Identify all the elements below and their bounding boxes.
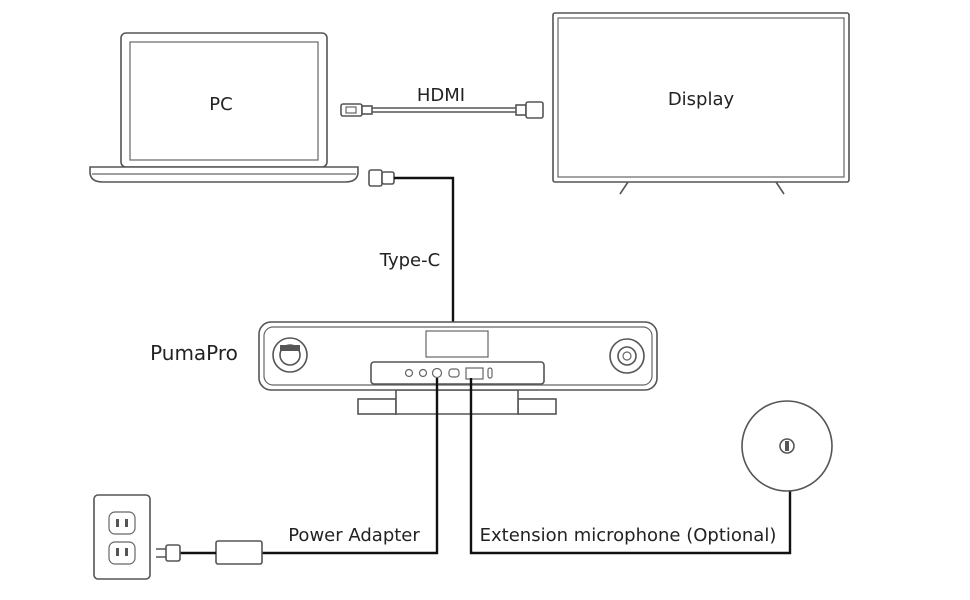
pumapro-label: PumaPro [150, 341, 238, 365]
type-c-cable: Type-C [368, 169, 455, 376]
wall-outlet [93, 494, 151, 580]
extension-mic-cable: Extension microphone (Optional) [469, 378, 792, 555]
hdmi-cable: HDMI [340, 85, 544, 119]
display-monitor: Display [552, 12, 850, 195]
extension-microphone [741, 400, 833, 492]
extension-mic-label: Extension microphone (Optional) [480, 525, 777, 546]
type-c-label: Type-C [379, 250, 440, 271]
power-adapter-label: Power Adapter [288, 525, 420, 546]
pumapro-device: PumaPro [150, 321, 658, 415]
laptop-pc: PC [89, 32, 359, 183]
pc-label: PC [209, 94, 232, 115]
power-adapter-cable: Power Adapter [156, 378, 439, 565]
display-label: Display [668, 89, 735, 110]
hdmi-label: HDMI [417, 85, 465, 106]
